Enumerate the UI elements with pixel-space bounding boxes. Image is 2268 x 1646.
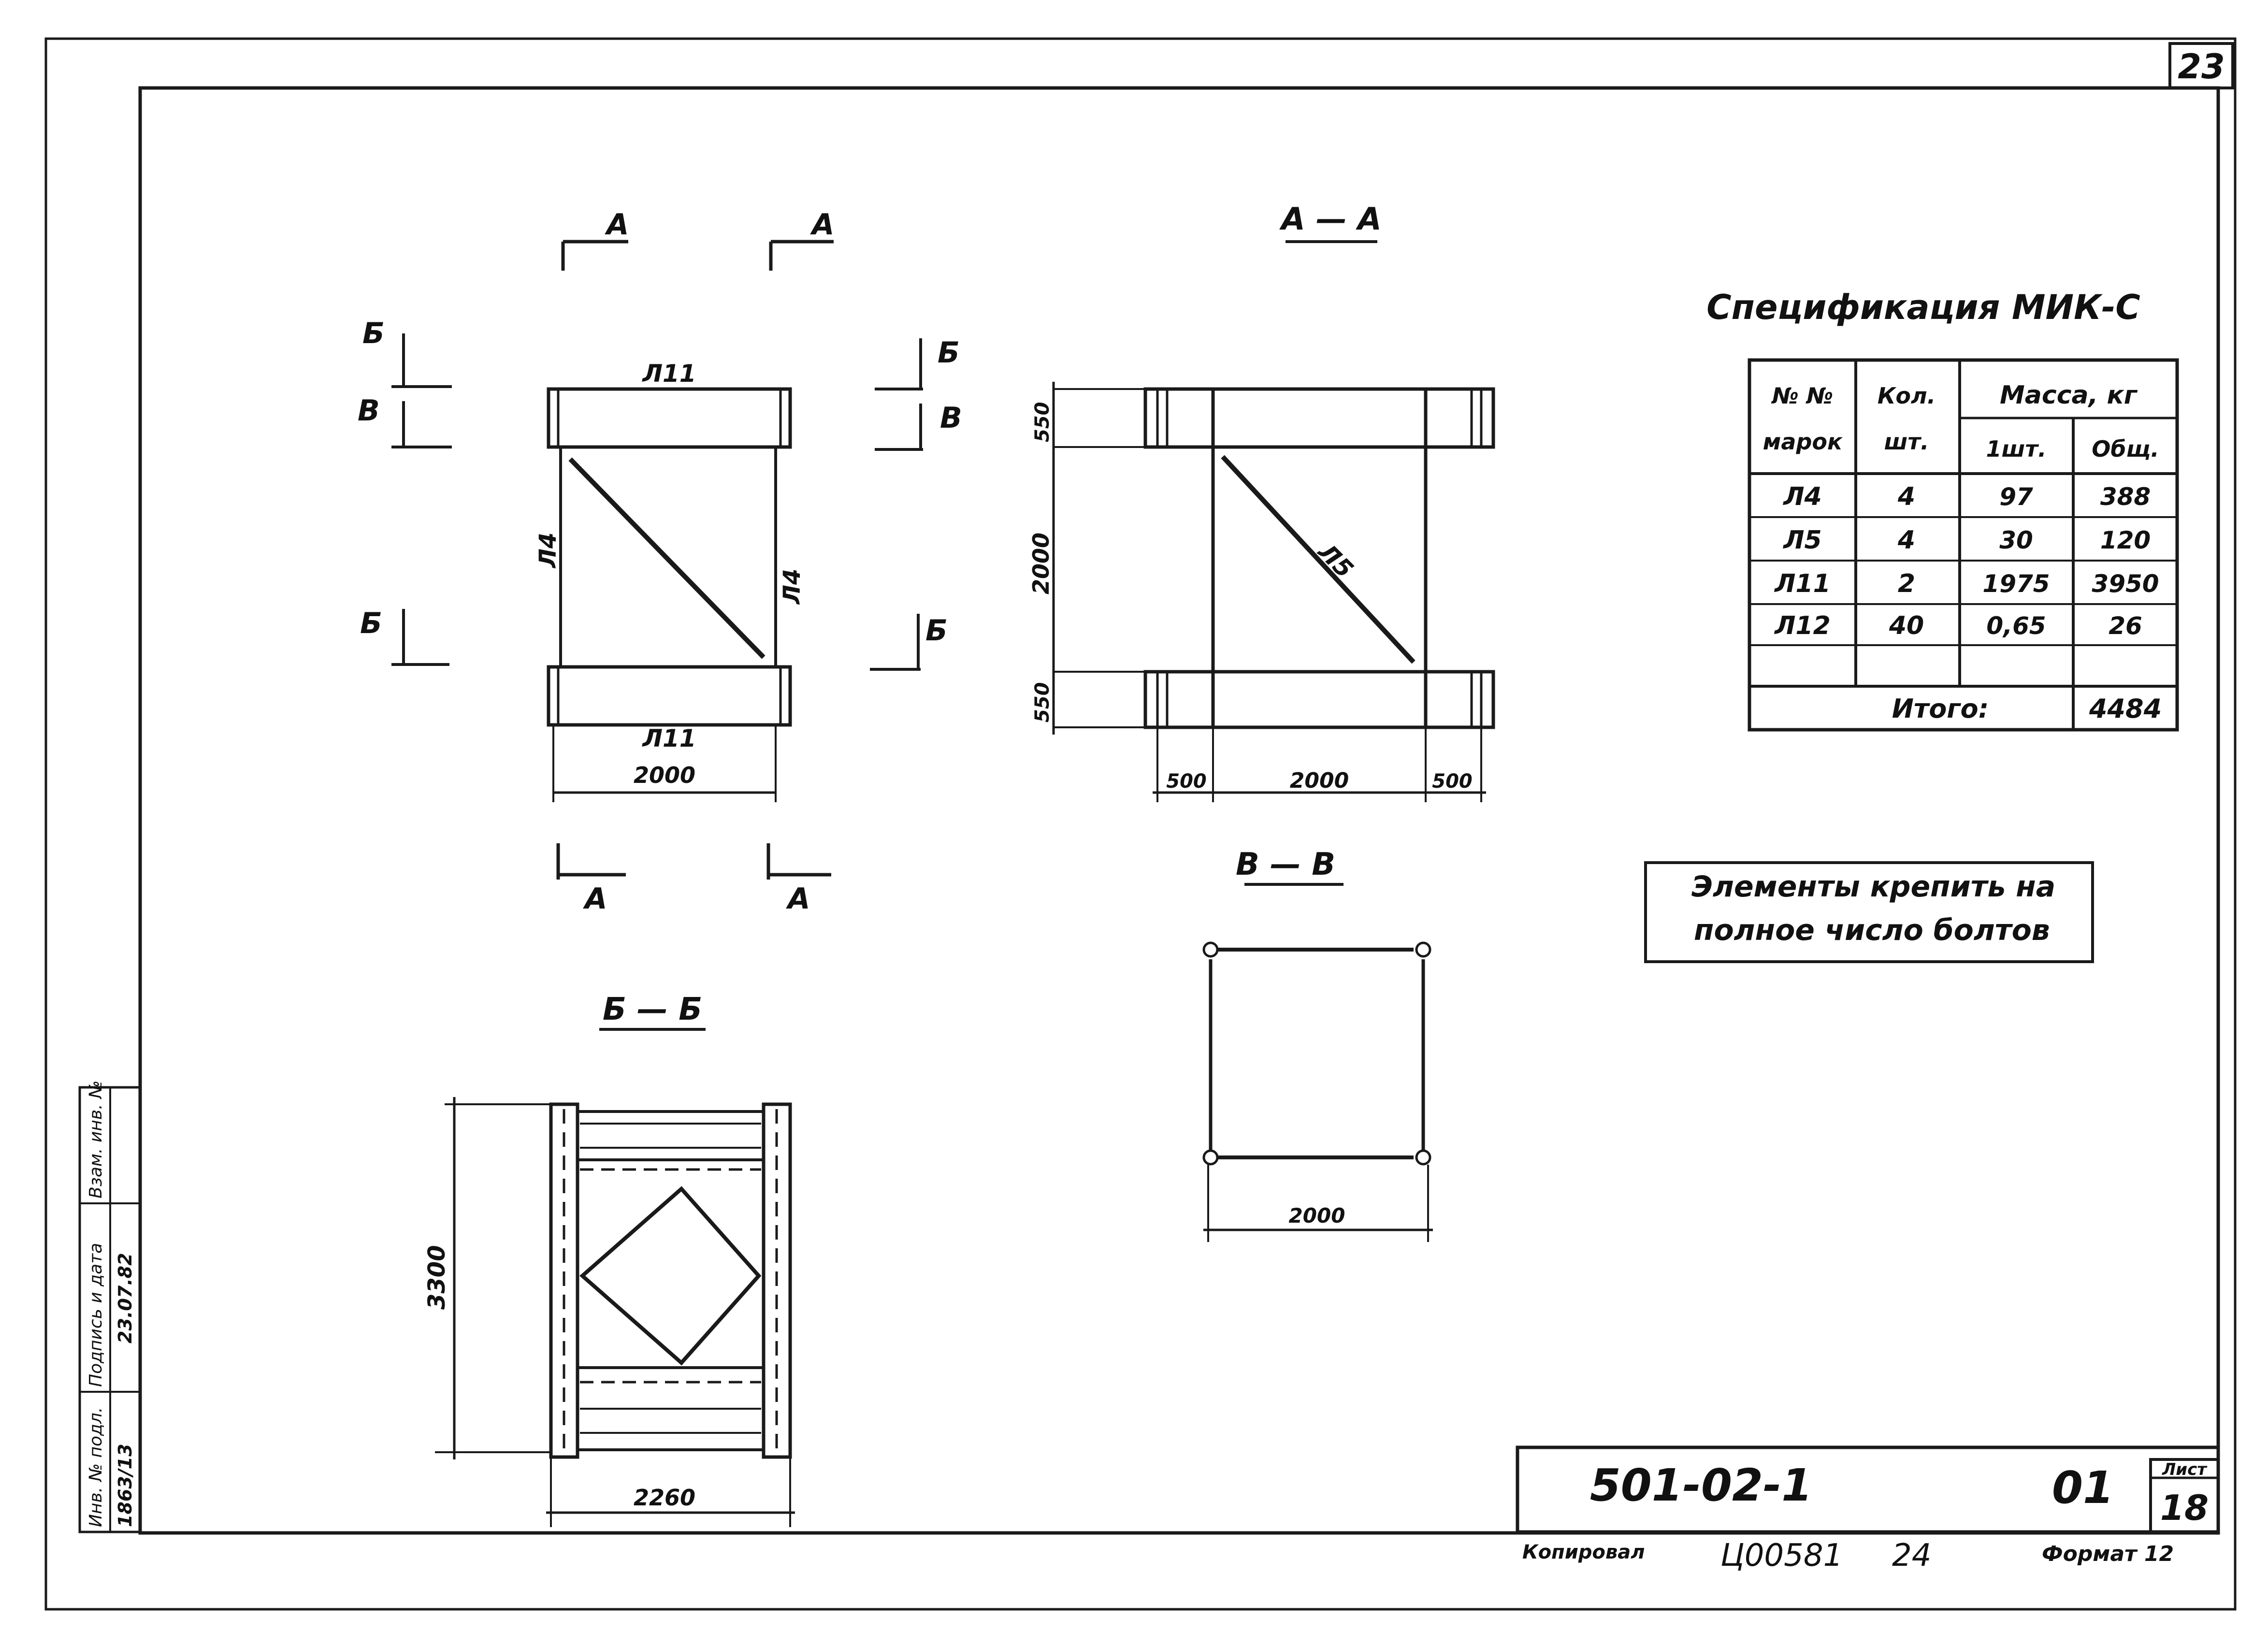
spec-cell-unit: 97 [1999, 483, 2033, 511]
sheet-label: Лист [2162, 1460, 2208, 1479]
spec-header-mass-unit: 1шт. [1986, 436, 2047, 462]
left-post-label: Л4 [534, 533, 562, 569]
spec-row: Л11 2 1975 3950 [1774, 569, 2159, 598]
spec-cell-mark: Л5 [1782, 526, 1821, 555]
side-stamp: Инв. № подл. 1863/13 Подпись и дата 23.0… [78, 1081, 142, 1533]
spec-cell-unit: 1975 [1982, 570, 2050, 598]
copied-label: Копировал [1522, 1541, 1645, 1563]
section-aa-dim-right: 500 [1432, 770, 1473, 793]
section-aa-view: А — А Л5 550 2000 550 500 [1028, 202, 1495, 802]
section-aa-title: А — А [1279, 202, 1382, 237]
spec-cell-mark: Л12 [1774, 611, 1831, 640]
section-mark-right-b2: Б [925, 614, 948, 648]
section-aa-height-dim: 2000 [1028, 533, 1054, 594]
spec-cell-mark: Л4 [1782, 482, 1821, 511]
footer: Копировал Ц00581 24 Формат 12 [1522, 1538, 2174, 1574]
corner-number-box [2168, 42, 2234, 89]
outer-frame [44, 37, 2237, 1611]
section-mark-right-b1: Б [938, 336, 960, 370]
spec-cell-total: 26 [2109, 612, 2142, 640]
section-aa-top-dim: 550 [1031, 402, 1054, 443]
section-aa-diagonal-label: Л5 [1312, 537, 1358, 583]
note-line-2: полное число болтов [1694, 913, 2050, 947]
note-box: Элементы крепить на полное число болтов [1644, 861, 2094, 963]
cut-mark-a-3: А [583, 882, 607, 916]
spec-header-qty-1: Кол. [1878, 383, 1936, 409]
section-vv-width-dim: 2000 [1289, 1204, 1345, 1227]
spec-cell-unit: 30 [1999, 526, 2033, 554]
inner-frame [138, 86, 2220, 1535]
note-line-1: Элементы крепить на [1691, 870, 2055, 904]
document-issue: 01 [2052, 1462, 2114, 1514]
copy-id: Ц00581 [1720, 1538, 1843, 1574]
section-aa-dim-mid: 2000 [1290, 768, 1349, 793]
stamp-sign-label: Подпись и дата [86, 1243, 106, 1387]
bolt-node-tl [1202, 941, 1219, 958]
cut-mark-a-2: А [810, 208, 834, 242]
sheet-corner-number: 23 [2178, 47, 2225, 87]
spec-header-mass: Масса, кг [2000, 381, 2138, 410]
cut-mark-a-1: А [605, 208, 629, 242]
bolt-node-br [1415, 1149, 1431, 1166]
title-block: 501-02-1 01 Лист 18 [1516, 1445, 2220, 1534]
section-aa-bottom-dim: 550 [1031, 682, 1054, 723]
spec-cell-mark: Л11 [1774, 569, 1831, 598]
section-mark-left-v: В [358, 394, 380, 428]
copy-num: 24 [1892, 1538, 1931, 1574]
elevation-width-dim: 2000 [634, 762, 695, 788]
spec-title: Спецификация МИК-С [1706, 288, 2140, 327]
bottom-beam-label: Л11 [641, 724, 696, 752]
spec-header-mass-total: Общ. [2092, 436, 2159, 462]
spec-cell-qty: 4 [1897, 482, 1915, 511]
spec-total-label: Итого: [1892, 693, 1989, 724]
stamp-sign-value: 23.07.82 [115, 1253, 136, 1343]
spec-cell-total: 3950 [2092, 570, 2159, 598]
section-mark-right-v: В [940, 401, 962, 435]
sheet-number: 18 [2160, 1487, 2209, 1528]
right-post-label: Л4 [779, 569, 806, 605]
section-bb-title: Б — Б [603, 992, 702, 1027]
spec-row: Л5 4 30 120 [1782, 526, 2151, 555]
spec-header-marks-2: марок [1763, 429, 1843, 455]
spec-cell-total: 120 [2100, 526, 2151, 554]
section-vv-title: В — В [1236, 847, 1335, 882]
spec-row: Л4 4 97 388 [1782, 482, 2151, 511]
spec-header-qty-2: шт. [1884, 429, 1929, 455]
stamp-inv-value: 1863/13 [115, 1444, 136, 1527]
format-label: Формат 12 [2042, 1542, 2174, 1566]
spec-row: Л12 40 0,65 26 [1774, 611, 2142, 640]
section-aa-dim-left: 500 [1166, 770, 1207, 793]
spec-header-marks-1: № № [1771, 383, 1834, 409]
spec-cell-total: 388 [2100, 483, 2151, 511]
section-mark-left-b1: Б [362, 317, 385, 350]
spec-cell-qty: 2 [1898, 569, 1915, 598]
spec-cell-qty: 4 [1897, 526, 1915, 555]
spec-cell-unit: 0,65 [1986, 612, 2046, 640]
section-bb-width-dim: 2260 [634, 1485, 695, 1511]
section-bb-height-dim: 3300 [423, 1245, 450, 1310]
elevation-view: А А А А Б В Б Б В Б Л11 Л11 Л4 Л4 [358, 208, 962, 916]
spec-table: Спецификация МИК-С № № марок Кол. шт. Ма… [1706, 288, 2179, 732]
section-vv-view: В — В 2000 [1202, 847, 1433, 1242]
cut-mark-a-4: А [786, 882, 810, 916]
section-bb-view: Б — Б 3300 2260 [423, 992, 795, 1527]
spec-total-value: 4484 [2089, 693, 2162, 724]
section-mark-left-b2: Б [360, 606, 382, 640]
document-code: 501-02-1 [1590, 1459, 1812, 1511]
spec-cell-qty: 40 [1889, 611, 1924, 640]
bolt-node-bl [1202, 1149, 1219, 1166]
top-beam-label: Л11 [641, 360, 696, 388]
stamp-inv-label: Инв. № подл. [86, 1407, 106, 1527]
bolt-node-tr [1415, 941, 1431, 958]
stamp-replace-label: Взам. инв. № [86, 1081, 106, 1198]
